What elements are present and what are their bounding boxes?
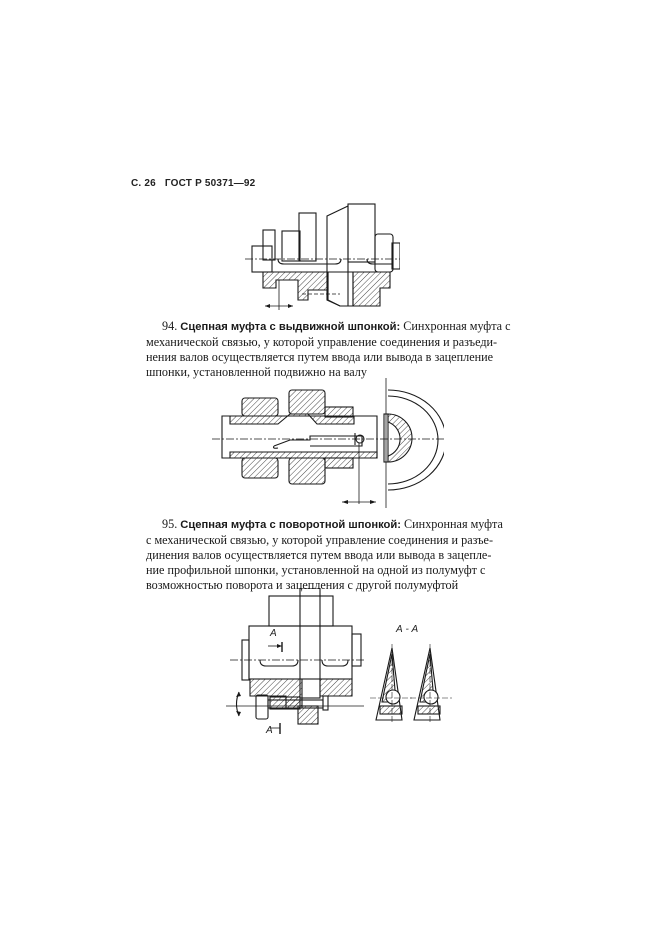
item-95-line-1: Синхронная муфта bbox=[404, 517, 503, 531]
section-mark-top: A bbox=[270, 628, 277, 639]
item-94: 94. Сцепная муфта с выдвижной шпонкой: С… bbox=[146, 319, 531, 380]
item-95-line-4: ние профильной шпонки, установленной на … bbox=[146, 563, 486, 577]
figure-95-section-a-a: А - А bbox=[368, 620, 458, 725]
page-number: С. 26 bbox=[131, 178, 156, 189]
item-94-term: Сцепная муфта с выдвижной шпонкой: bbox=[180, 321, 401, 333]
item-94-line-2: механической связью, у которой управлени… bbox=[146, 335, 498, 349]
item-95: 95. Сцепная муфта с поворотной шпонкой: … bbox=[146, 517, 531, 593]
item-95-term: Сцепная муфта с поворотной шпонкой: bbox=[180, 519, 401, 531]
item-94-line-1: Синхронная муфта с bbox=[403, 319, 511, 333]
item-94-line-4: шпонки, установленной подвижно на валу bbox=[146, 365, 367, 379]
figure-94-sliding-key-drawing bbox=[212, 378, 444, 508]
page-header: С. 26 ГОСТ Р 50371—92 bbox=[131, 178, 261, 189]
figure-93-clutch-drawing bbox=[240, 198, 400, 310]
section-mark-bottom: A bbox=[266, 725, 273, 736]
figure-95-rotary-key-drawing: A A bbox=[226, 588, 364, 743]
item-94-number: 94. bbox=[162, 319, 178, 333]
section-title: А - А bbox=[396, 624, 419, 635]
item-95-line-3: динения валов осуществляется путем ввода… bbox=[146, 548, 492, 562]
item-95-line-5: возможностью поворота и зацепления с дру… bbox=[146, 578, 459, 592]
item-95-line-2: с механической связью, у которой управле… bbox=[146, 533, 493, 547]
standard-code: ГОСТ Р 50371—92 bbox=[164, 178, 256, 189]
item-95-number: 95. bbox=[162, 517, 178, 531]
item-94-line-3: нения валов осуществляется путем ввода и… bbox=[146, 350, 494, 364]
